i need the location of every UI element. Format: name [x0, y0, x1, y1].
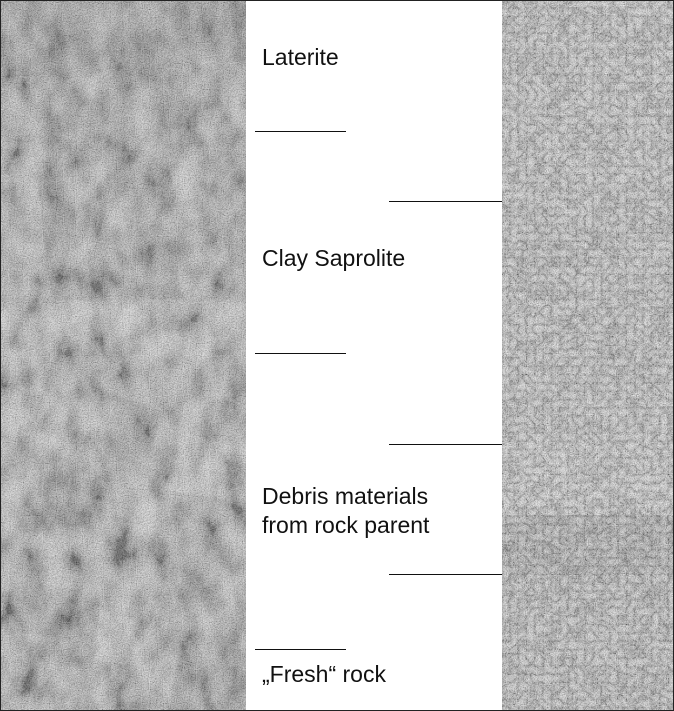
label-fresh-rock: „Fresh“ rock — [262, 660, 386, 689]
boundary-line-right-3 — [389, 574, 502, 575]
label-laterite: Laterite — [262, 43, 339, 72]
boundary-line-left-1 — [255, 131, 346, 132]
boundary-line-left-3 — [255, 649, 346, 650]
label-clay-saprolite: Clay Saprolite — [262, 244, 405, 273]
boundary-line-left-2 — [255, 353, 346, 354]
boundary-line-right-1 — [389, 201, 502, 202]
outcrop-photo — [0, 0, 246, 711]
label-debris-materials: Debris materials from rock parent — [262, 482, 429, 540]
texture-photo — [502, 0, 674, 711]
boundary-line-right-2 — [389, 444, 502, 445]
